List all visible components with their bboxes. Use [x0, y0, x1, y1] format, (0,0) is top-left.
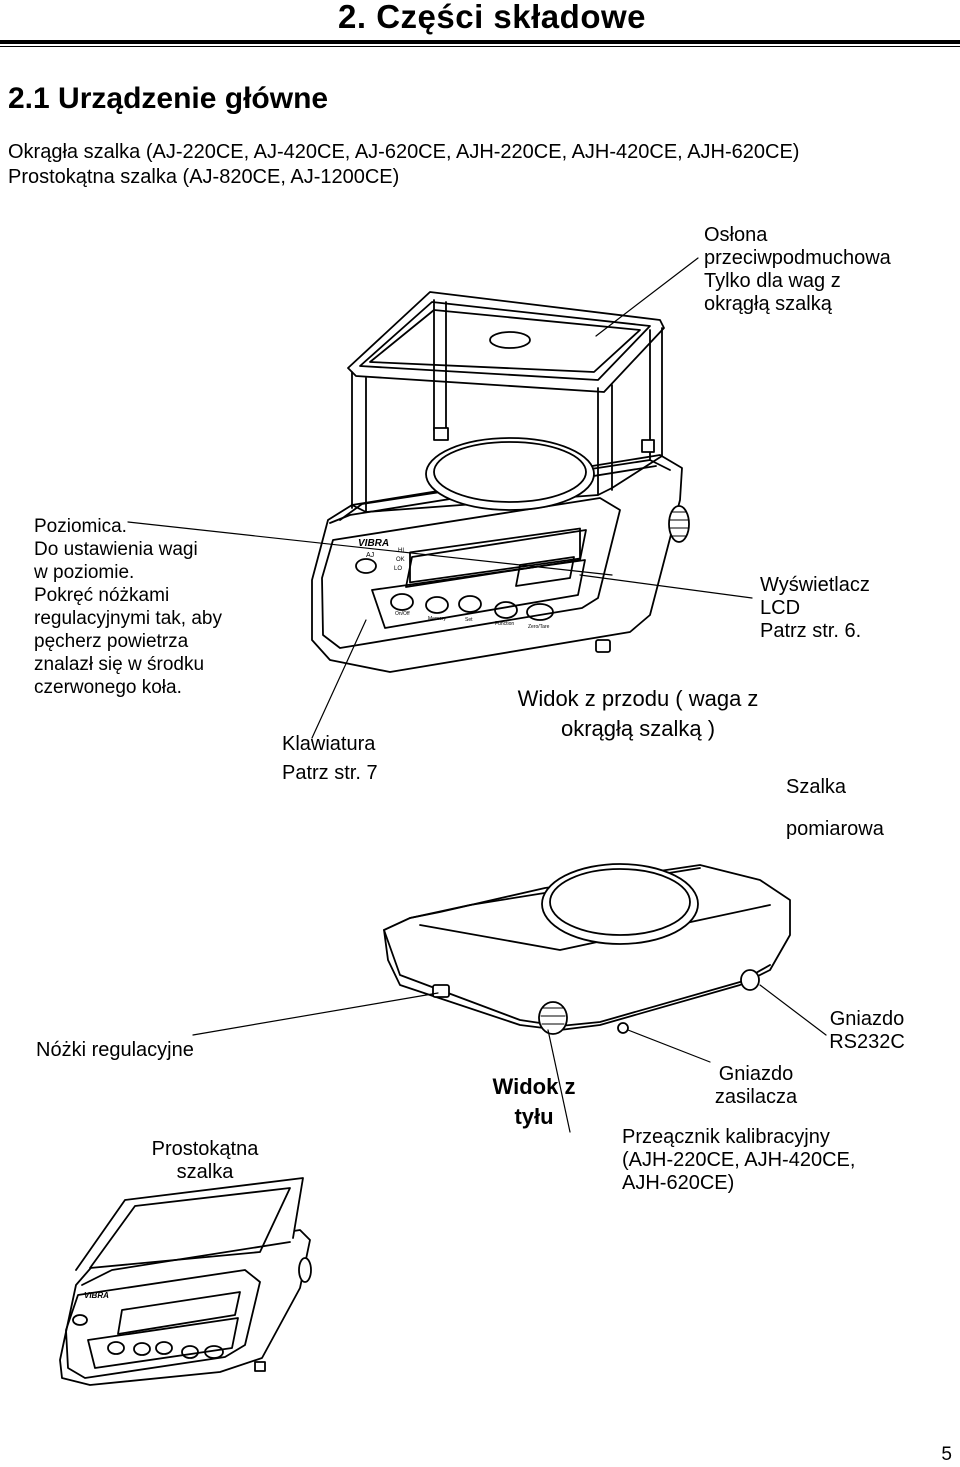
- front-view-caption: Widok z przodu ( waga z okrągłą szalką ): [517, 686, 759, 741]
- svg-text:Memory: Memory: [428, 616, 447, 622]
- svg-text:OK: OK: [396, 557, 405, 563]
- svg-text:On/Off: On/Off: [395, 611, 410, 617]
- rear-view-caption: Widok z tyłu: [492, 1074, 576, 1129]
- level-label: Poziomica. Do ustawienia wagi w poziomie…: [34, 516, 222, 698]
- rectangular-pan-scale: VIBRA: [59, 1177, 312, 1386]
- section-title: 2.1 Urządzenie główne: [8, 82, 329, 115]
- rs232-socket-label: Gniazdo RS232C: [829, 1008, 905, 1053]
- svg-text:LO: LO: [394, 566, 402, 572]
- keyboard-label: Klawiatura Patrz str. 7: [282, 733, 378, 784]
- leader-lines: [127, 257, 753, 739]
- display-label: Wyświetlacz LCD Patrz str. 6.: [760, 574, 870, 642]
- model-label: AJ: [366, 552, 374, 559]
- chapter-title: 2. Części składowe: [338, 0, 646, 35]
- svg-text:VIBRA: VIBRA: [84, 1291, 109, 1300]
- svg-text:Set: Set: [465, 617, 473, 623]
- intro-line-2: Prostokątna szalka (AJ-820CE, AJ-1200CE): [8, 166, 400, 188]
- rear-leader-lines: [192, 984, 827, 1133]
- function-key-icon: [494, 601, 518, 619]
- zero-tare-key-icon: [526, 603, 554, 621]
- front-view-scale: VIBRA AJ HI OK LO On/Off Memory Set Func…: [311, 291, 690, 673]
- svg-text:HI: HI: [398, 548, 404, 554]
- rear-view-scale: [383, 863, 791, 1035]
- draft-shield-label: Osłona przeciwpodmuchowa Tylko dla wag z…: [704, 224, 891, 315]
- pan-label: Szalka pomiarowa: [786, 776, 884, 840]
- power-socket-label: Gniazdo zasilacza: [714, 1063, 798, 1108]
- page-number: 5: [941, 1444, 952, 1465]
- svg-text:Zero/Tare: Zero/Tare: [528, 624, 550, 630]
- feet-label: Nóżki regulacyjne: [36, 1039, 194, 1061]
- calibration-switch-label: Przeącznik kalibracyjny (AJH-220CE, AJH-…: [622, 1126, 856, 1194]
- intro-line-1: Okrągła szalka (AJ-220CE, AJ-420CE, AJ-6…: [8, 141, 800, 163]
- onoff-key-icon: [390, 593, 414, 611]
- header-rule-thin: [0, 46, 960, 47]
- brand-logo: VIBRA: [358, 538, 389, 549]
- memory-key-icon: [425, 596, 449, 614]
- svg-text:Function: Function: [495, 621, 514, 627]
- rect-pan-label: Prostokątna szalka: [151, 1138, 259, 1183]
- set-key-icon: [458, 595, 482, 613]
- header-rule: [0, 40, 960, 44]
